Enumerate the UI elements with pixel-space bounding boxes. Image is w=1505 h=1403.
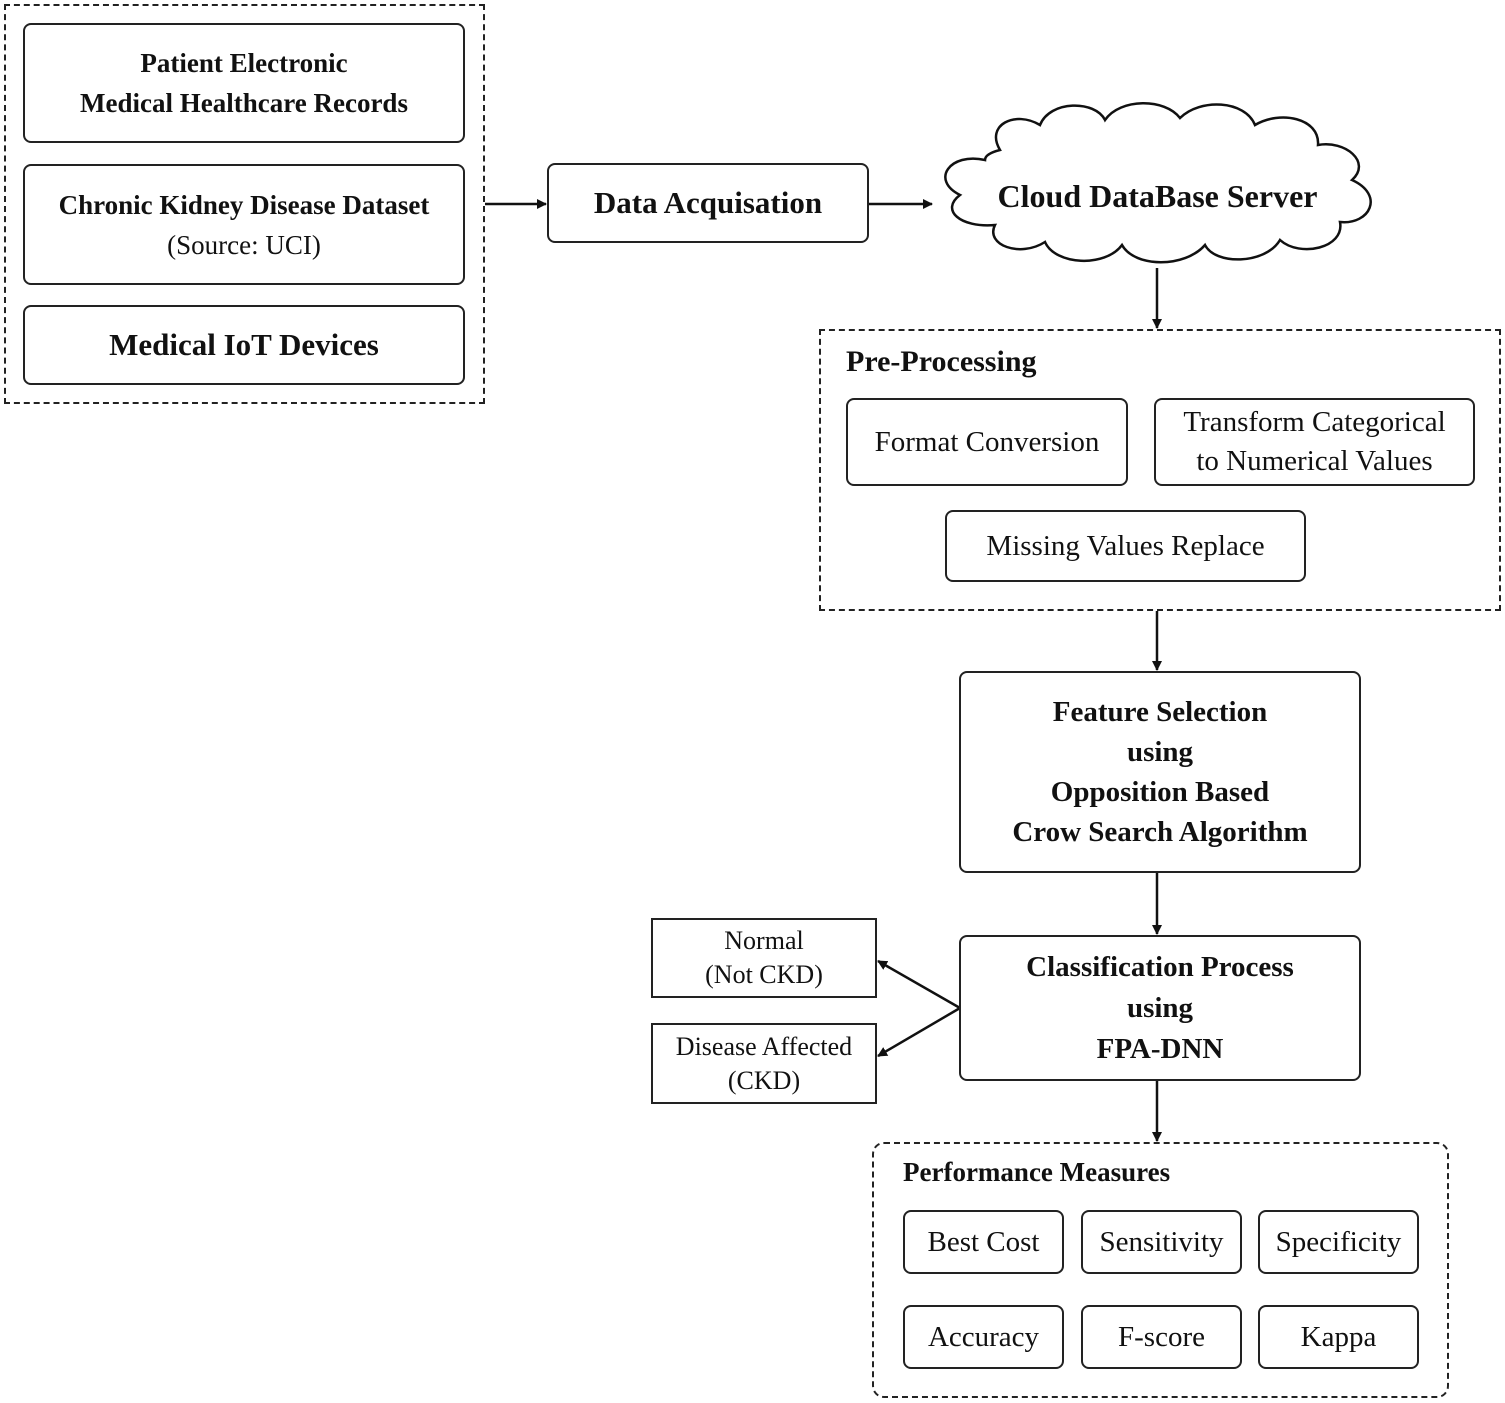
performance-group xyxy=(872,1142,1449,1398)
ehr-source-box: Patient Electronic Medical Healthcare Re… xyxy=(23,23,465,143)
measure-best-cost: Best Cost xyxy=(903,1210,1064,1274)
ehr-line-1: Patient Electronic xyxy=(140,48,348,78)
measure-kappa-label: Kappa xyxy=(1300,1320,1377,1353)
normal-line-2: (Not CKD) xyxy=(705,960,823,989)
disease-line-2: (CKD) xyxy=(727,1065,801,1095)
format-conversion-box: Format Conversion xyxy=(846,398,1128,486)
disease-affected-output-box: Disease Affected (CKD) xyxy=(651,1023,877,1104)
feature-line-4: Crow Search Algorithm xyxy=(1012,816,1308,848)
measure-f-score: F-score xyxy=(1081,1305,1242,1369)
format-conversion-label: Format Conversion xyxy=(874,425,1100,458)
feature-line-2: using xyxy=(1126,736,1194,768)
feature-selection-box: Feature Selection using Opposition Based… xyxy=(959,671,1361,873)
normal-line-1: Normal xyxy=(724,926,804,955)
classification-box: Classification Process using FPA-DNN xyxy=(959,935,1361,1081)
classification-line-3: FPA-DNN xyxy=(1096,1032,1224,1065)
preprocessing-group xyxy=(819,329,1501,611)
iot-devices-label: Medical IoT Devices xyxy=(109,327,379,362)
cloud-database-server-label: Cloud DataBase Server xyxy=(997,178,1318,214)
classification-line-2: using xyxy=(1126,991,1194,1024)
feature-line-1: Feature Selection xyxy=(1052,696,1268,728)
iot-devices-box: Medical IoT Devices xyxy=(23,305,465,385)
performance-title: Performance Measures xyxy=(903,1157,1171,1187)
measure-specificity: Specificity xyxy=(1258,1210,1419,1274)
measure-specificity-label: Specificity xyxy=(1275,1225,1402,1258)
data-acquisition-label: Data Acquisation xyxy=(593,185,823,220)
ehr-line-2: Medical Healthcare Records xyxy=(80,88,408,118)
measure-accuracy: Accuracy xyxy=(903,1305,1064,1369)
arrow-classification-to-normal xyxy=(877,959,961,1010)
transform-line-2: to Numerical Values xyxy=(1196,445,1433,477)
ckd-dataset-source: (Source: UCI) xyxy=(167,229,321,260)
transform-line-1: Transform Categorical xyxy=(1183,406,1446,438)
arrow-classification-to-disease xyxy=(877,1006,961,1058)
disease-line-1: Disease Affected xyxy=(675,1031,853,1061)
normal-output-box: Normal (Not CKD) xyxy=(651,918,877,998)
transform-categorical-box: Transform Categorical to Numerical Value… xyxy=(1154,398,1475,486)
sources-group xyxy=(4,4,485,404)
ckd-dataset-box: Chronic Kidney Disease Dataset (Source: … xyxy=(23,164,465,285)
classification-line-1: Classification Process xyxy=(1026,950,1294,983)
feature-line-3: Opposition Based xyxy=(1050,776,1270,808)
measure-kappa: Kappa xyxy=(1258,1305,1419,1369)
preprocessing-title: Pre-Processing xyxy=(846,345,1037,378)
data-acquisition-box: Data Acquisation xyxy=(547,163,869,243)
measure-f-score-label: F-score xyxy=(1118,1320,1205,1353)
ckd-dataset-title: Chronic Kidney Disease Dataset xyxy=(58,189,430,220)
measure-sensitivity-label: Sensitivity xyxy=(1099,1225,1224,1258)
measure-sensitivity: Sensitivity xyxy=(1081,1210,1242,1274)
measure-best-cost-label: Best Cost xyxy=(927,1225,1040,1258)
missing-values-label: Missing Values Replace xyxy=(986,529,1265,562)
missing-values-box: Missing Values Replace xyxy=(945,510,1306,582)
measure-accuracy-label: Accuracy xyxy=(927,1320,1040,1353)
